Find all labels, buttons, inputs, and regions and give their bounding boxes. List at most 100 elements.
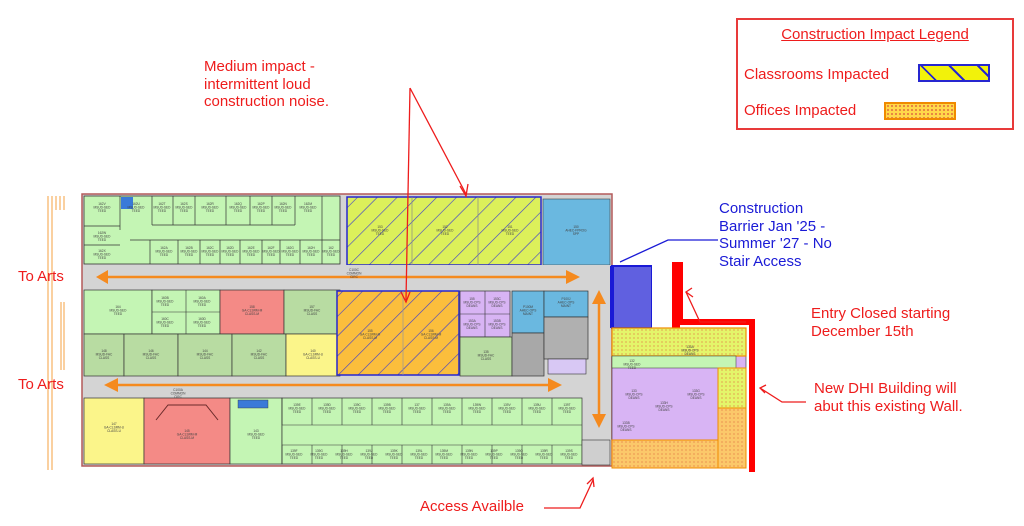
dhi-building-note: New DHI Building will abut this existing…	[814, 380, 963, 415]
entry-closed-note: Entry Closed starting December 15th	[811, 305, 950, 340]
medium-impact-line-2: intermittent loud	[204, 75, 311, 93]
upper-arrow-left-head	[96, 270, 108, 284]
room-144	[177, 333, 233, 377]
dhi-line-1: New DHI Building will	[814, 380, 957, 397]
shared-room	[547, 358, 587, 375]
east-impacted-office-side-dots	[717, 367, 747, 409]
legend-swatch-classrooms	[918, 64, 990, 82]
restroom-west	[511, 332, 545, 377]
maint-p100j	[543, 290, 589, 318]
legend-item-classrooms: Classrooms Impacted	[744, 66, 890, 83]
restroom-east	[543, 316, 589, 360]
to-arts-upper-label: To Arts	[18, 268, 64, 285]
legend-title: Construction Impact Legend	[781, 26, 969, 43]
construction-barrier-stair	[611, 265, 653, 329]
barrier-line-4: Stair Access	[719, 253, 802, 271]
lower-corridor	[84, 376, 610, 398]
east-impacted-offices-top-dots	[611, 327, 747, 357]
callout-line-entry-closed	[685, 291, 746, 323]
room-142	[231, 333, 287, 377]
east-impacted-office-corner-dots	[717, 407, 747, 469]
callout-line-barrier	[619, 239, 718, 263]
callout-line-access	[544, 479, 594, 509]
medium-impact-line-1: Medium impact -	[204, 58, 315, 75]
vertical-arrow-down-head	[592, 414, 606, 428]
construction-barrier-note: Construction Barrier Jan '25 - Summer '2…	[719, 200, 832, 271]
medium-impact-line-3: construction noise.	[204, 93, 330, 111]
room-164	[83, 289, 153, 335]
small-maint-room	[121, 197, 133, 209]
east-impacted-offices-bottom-dots	[611, 439, 719, 469]
room-158	[219, 289, 285, 335]
room-132	[611, 355, 737, 369]
callout-line-medium-middle	[405, 87, 411, 301]
callout-line-dhi	[759, 387, 806, 403]
barrier-line-2: Barrier Jan '25 -	[719, 217, 826, 235]
construction-impact-legend: Construction Impact Legend Classrooms Im…	[736, 18, 1014, 130]
lower-arrow-right-head	[548, 378, 562, 392]
maint-p100m	[511, 290, 545, 334]
